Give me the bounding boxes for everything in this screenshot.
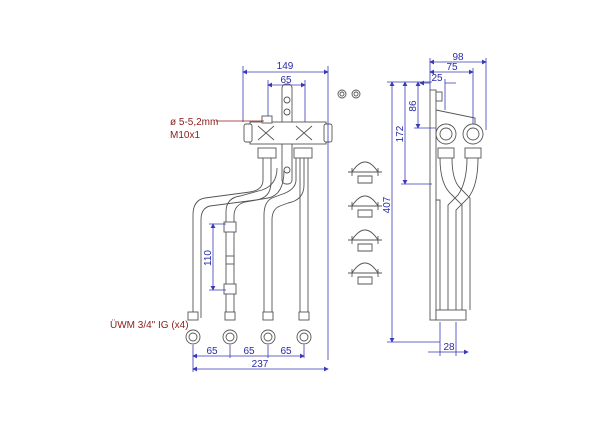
dim-98: 98 [452,52,464,63]
label-thread: M10x1 [170,130,200,141]
dim-25: 25 [431,73,443,84]
side-view: 98 75 25 407 172 86 28 [382,52,487,356]
dim-407: 407 [382,196,393,213]
dim-28: 28 [443,342,455,353]
dim-110: 110 [203,250,214,266]
vent-screw [261,115,273,124]
dim-172: 172 [395,125,406,142]
manifold [249,121,327,145]
front-view: 149 65 110 65 65 65 237 ø 5-5,2mm M10x1 … [110,61,333,372]
pipe-3 [263,158,305,318]
label-connection: ÜWM 3/4" IG (x4) [110,319,189,331]
pipe-clamps [348,161,382,285]
valve-2 [462,123,484,145]
dim-65-c: 65 [280,346,292,357]
dim-65-b: 65 [243,346,255,357]
dim-75: 75 [446,62,458,73]
pipe-2 [225,167,285,318]
dim-149: 149 [277,61,294,72]
dim-65-a: 65 [206,346,218,357]
dim-86: 86 [408,100,419,112]
accessories [337,89,382,285]
pipe-1 [192,158,272,318]
label-hole-diameter: ø 5-5,2mm [170,117,218,128]
valve-1 [435,123,457,145]
side-rail [429,89,437,321]
connection-ends [185,329,312,345]
dim-237: 237 [252,359,269,370]
pipe-4 [299,158,309,318]
dim-65-top: 65 [280,75,292,86]
